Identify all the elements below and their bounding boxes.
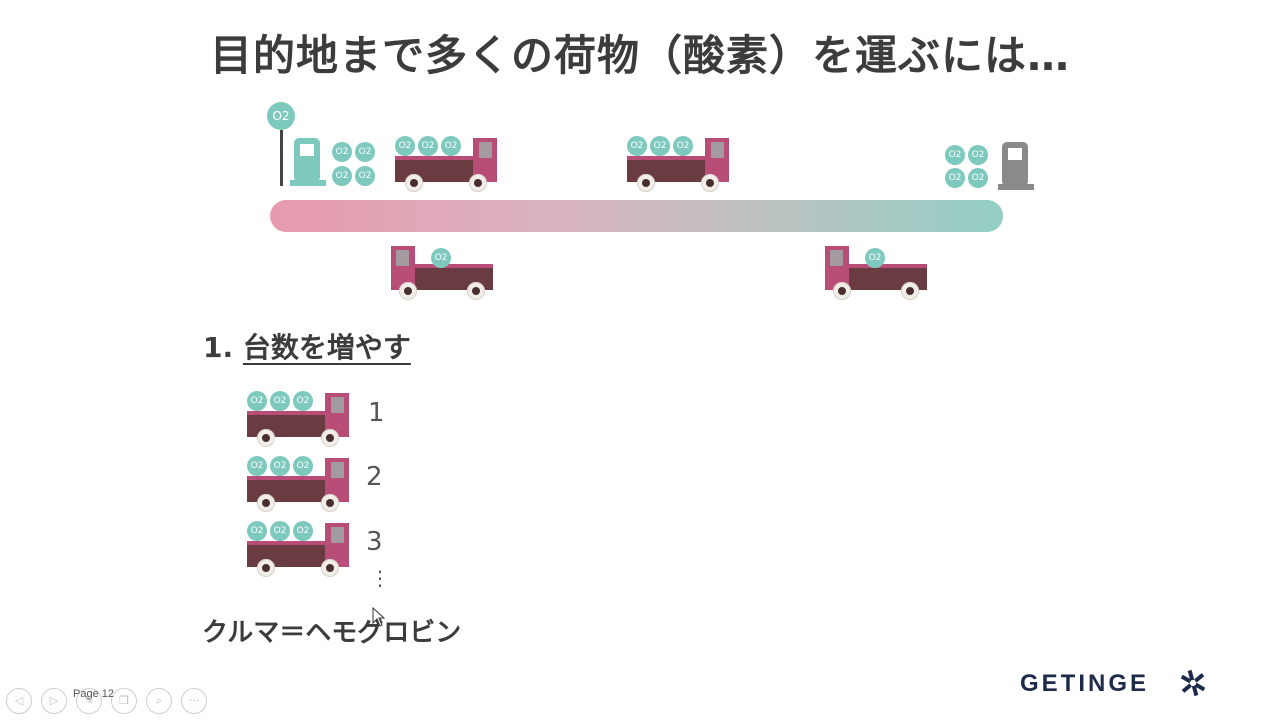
o2-bubble: O2 xyxy=(673,136,693,156)
truck-row-2: O2 O2 O2 xyxy=(247,456,349,512)
truck-return: O2 xyxy=(825,244,927,300)
o2-bubble: O2 xyxy=(441,136,461,156)
o2-sign: O2 xyxy=(267,102,295,186)
o2-sign-badge: O2 xyxy=(267,102,295,130)
sign-pole xyxy=(280,130,283,186)
o2-bubble: O2 xyxy=(332,142,352,162)
truck-loaded: O2 O2 O2 xyxy=(395,136,497,192)
o2-bubble: O2 xyxy=(293,456,313,476)
section-heading: 1. 台数を増やす xyxy=(203,326,411,366)
page-number: Page 12 xyxy=(73,688,114,700)
o2-bubble: O2 xyxy=(945,145,965,165)
o2-bubble: O2 xyxy=(945,168,965,188)
o2-bubble: O2 xyxy=(270,521,290,541)
o2-bubble: O2 xyxy=(355,142,375,162)
heading-text: 台数を増やす xyxy=(242,331,411,364)
o2-bubble: O2 xyxy=(355,166,375,186)
o2-bubble: O2 xyxy=(395,136,415,156)
row-number-1: 1 xyxy=(368,398,385,428)
o2-bubble: O2 xyxy=(247,521,267,541)
truck-loaded: O2 O2 O2 xyxy=(627,136,729,192)
row-number-3: 3 xyxy=(366,527,383,557)
truck-return: O2 xyxy=(391,244,493,300)
slide-title: 目的地まで多くの荷物（酸素）を運ぶには… xyxy=(209,31,1070,80)
pen-button[interactable]: ✎ xyxy=(76,688,102,714)
o2-bubble: O2 xyxy=(270,391,290,411)
ellipsis-dots: ⋮ xyxy=(370,566,390,590)
o2-bubble: O2 xyxy=(293,391,313,411)
truck-row-3: O2 O2 O2 xyxy=(247,521,349,577)
o2-bubble: O2 xyxy=(650,136,670,156)
next-button[interactable]: ▷ xyxy=(41,688,67,714)
mouse-cursor-icon xyxy=(372,607,386,627)
o2-bubble: O2 xyxy=(270,456,290,476)
o2-bubble: O2 xyxy=(865,248,885,268)
o2-bubble: O2 xyxy=(627,136,647,156)
prev-button[interactable]: ◁ xyxy=(6,688,32,714)
o2-bubble: O2 xyxy=(332,166,352,186)
getinge-mark-icon xyxy=(1180,669,1206,697)
o2-bubble: O2 xyxy=(968,145,988,165)
caption-text: クルマ＝ヘモグロビン xyxy=(202,618,462,648)
truck-row-1: O2 O2 O2 xyxy=(247,391,349,447)
slide-nav-controls: ◁ ▷ ✎ ❐ ⌕ ··· xyxy=(6,688,207,714)
road-bar xyxy=(270,200,1003,232)
teal-pump-icon xyxy=(290,138,326,186)
o2-bubble: O2 xyxy=(247,391,267,411)
o2-bubble: O2 xyxy=(293,521,313,541)
o2-bubble: O2 xyxy=(418,136,438,156)
more-button[interactable]: ··· xyxy=(181,688,207,714)
heading-number: 1. xyxy=(203,331,234,364)
gray-pump-icon xyxy=(998,142,1034,190)
getinge-logo: GETINGE xyxy=(1020,670,1150,697)
slides-button[interactable]: ❐ xyxy=(111,688,137,714)
zoom-button[interactable]: ⌕ xyxy=(146,688,172,714)
o2-bubble: O2 xyxy=(968,168,988,188)
o2-bubble: O2 xyxy=(431,248,451,268)
row-number-2: 2 xyxy=(366,462,383,492)
o2-bubble: O2 xyxy=(247,456,267,476)
